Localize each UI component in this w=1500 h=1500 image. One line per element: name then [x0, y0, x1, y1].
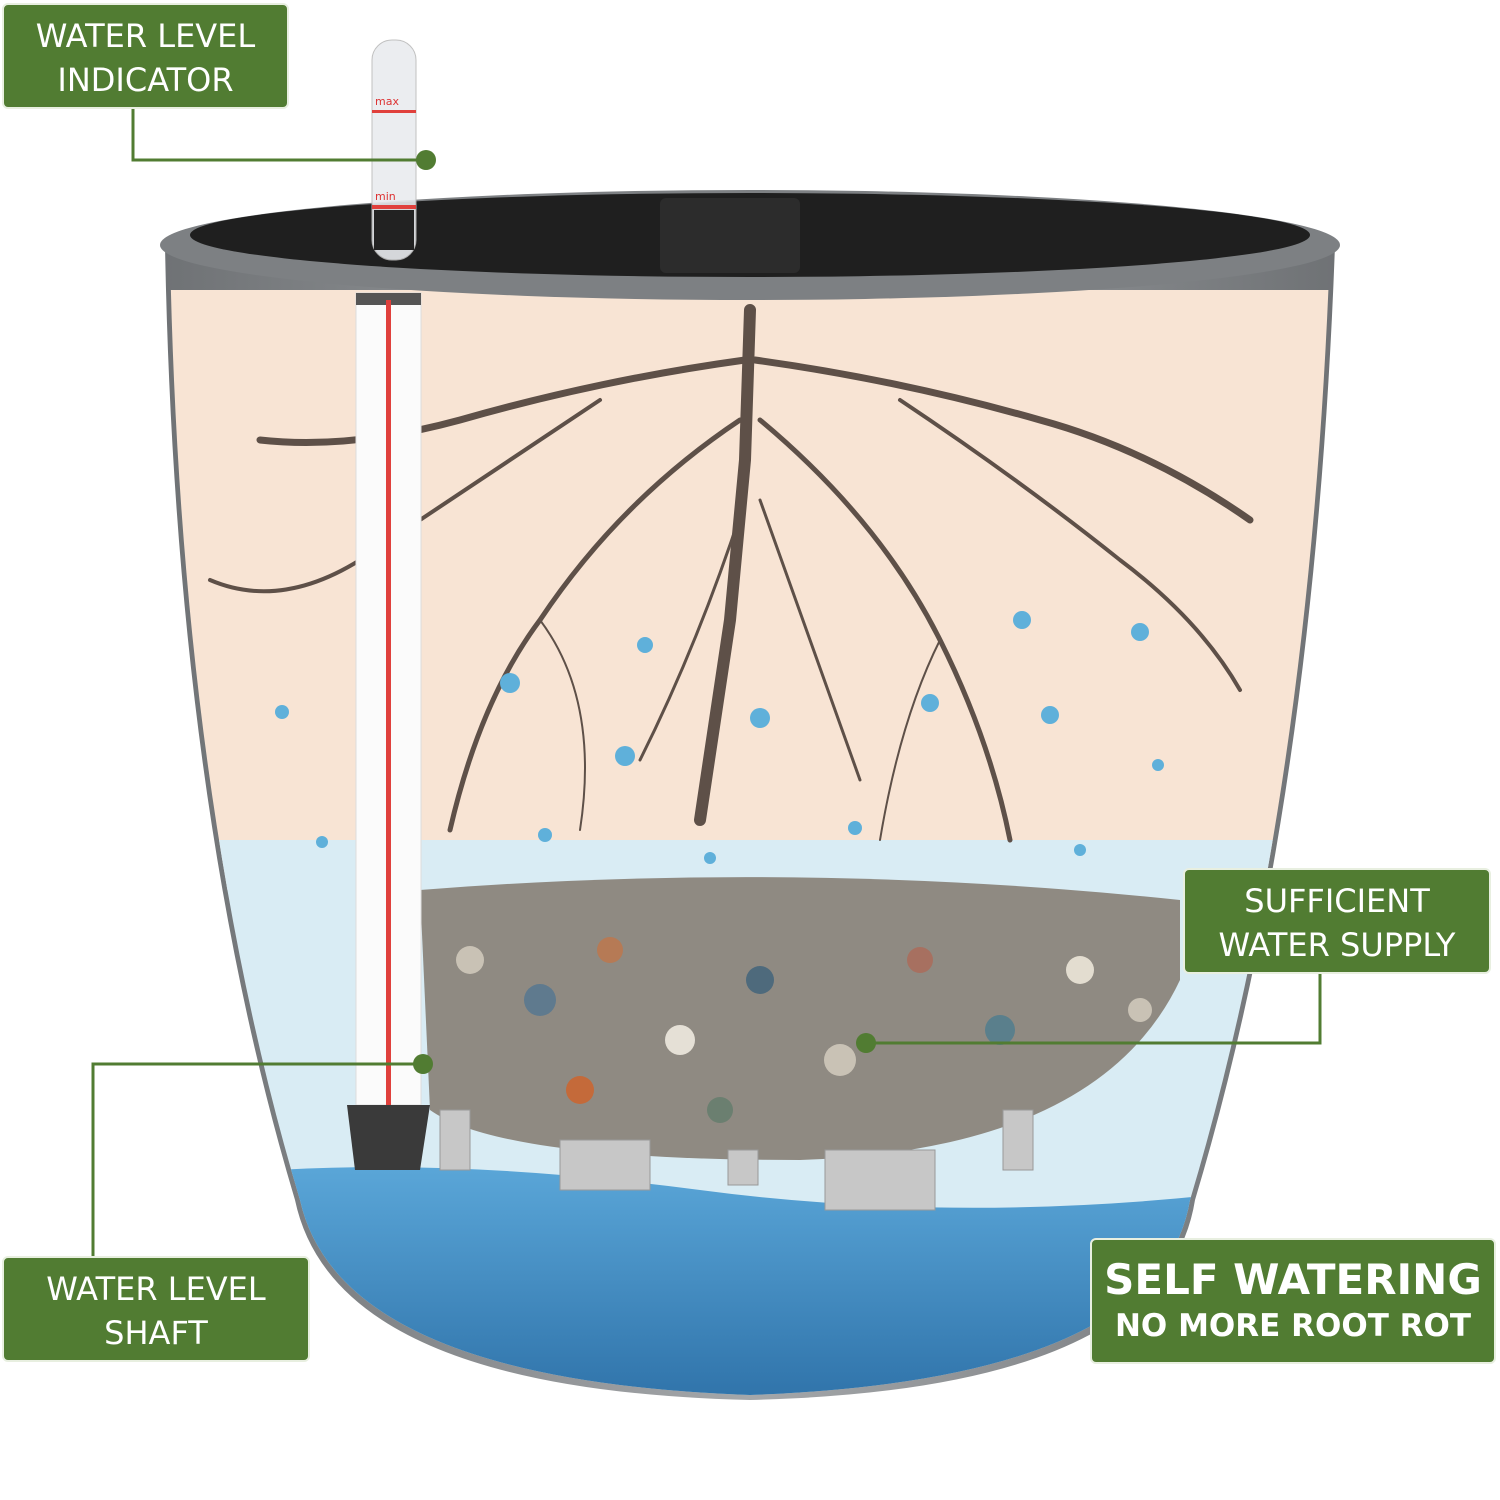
min-mark: min: [375, 190, 396, 203]
label-line: SUFFICIENT: [1244, 882, 1430, 920]
label-line: WATER LEVEL: [46, 1270, 266, 1308]
label-line: INDICATOR: [57, 61, 234, 99]
leader-lines: [91, 108, 1322, 1256]
water-droplets: [275, 611, 1164, 864]
label-line: SHAFT: [104, 1314, 208, 1352]
label-line: WATER SUPPLY: [1218, 926, 1456, 964]
max-mark: max: [375, 95, 399, 108]
water-level-shaft-label: WATER LEVEL SHAFT: [2, 1256, 310, 1362]
self-watering-title: SELF WATERING: [1104, 1255, 1482, 1304]
label-line: WATER LEVEL: [35, 17, 256, 55]
water-level-indicator: [371, 39, 417, 261]
leader-dots: [413, 150, 876, 1074]
water-level-shaft: [347, 292, 430, 1170]
water-level-indicator-label: WATER LEVEL INDICATOR: [2, 3, 289, 109]
sufficient-water-supply-label: SUFFICIENT WATER SUPPLY: [1183, 868, 1491, 974]
roots: [208, 304, 1254, 843]
self-watering-label: SELF WATERING NO MORE ROOT ROT: [1090, 1238, 1496, 1364]
pebbles: [456, 937, 1152, 1123]
wicking-feet: [439, 1109, 1034, 1211]
self-watering-subtitle: NO MORE ROOT ROT: [1114, 1308, 1471, 1344]
